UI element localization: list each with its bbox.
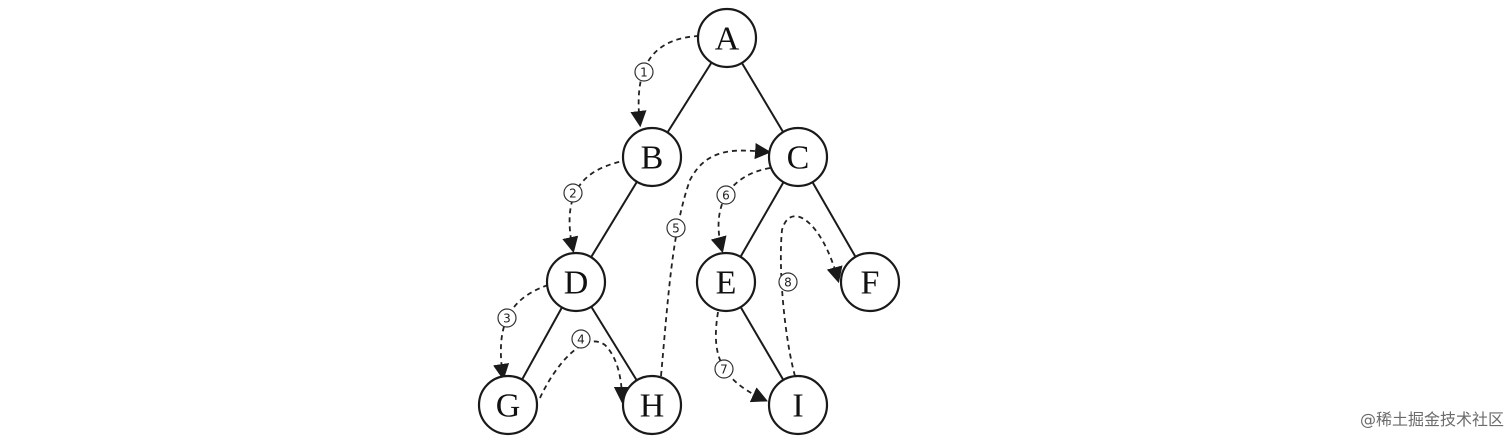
step-marker-2: 2 [563, 183, 583, 203]
node-circle [621, 374, 683, 436]
step-marker-label: 6 [722, 189, 730, 203]
node-circle [767, 126, 829, 188]
watermark-text: @稀土掘金技术社区 [1359, 410, 1504, 429]
step-marker-circle [666, 218, 686, 238]
traversal-step-markers: 1 2 3 4 5 6 7 8 [497, 62, 798, 379]
node-label: B [641, 140, 664, 177]
traversal-path-1 [630, 35, 700, 128]
step-marker-7: 7 [714, 359, 734, 379]
step-marker-4: 4 [571, 329, 591, 349]
traversal-path-3 [493, 284, 549, 381]
node-circle [696, 7, 758, 69]
step-marker-circle [571, 329, 591, 349]
step-marker-1: 1 [634, 62, 654, 82]
traversal-paths [493, 35, 843, 404]
node-h: H [621, 374, 683, 436]
node-label: C [787, 140, 810, 177]
step-marker-label: 7 [720, 363, 728, 377]
step-marker-label: 8 [784, 276, 792, 290]
node-circle [621, 126, 683, 188]
node-label: A [715, 21, 740, 58]
step-marker-6: 6 [716, 185, 736, 205]
node-label: I [792, 388, 803, 425]
node-d: D [545, 251, 607, 313]
node-a: A [696, 7, 758, 69]
step-marker-5: 5 [666, 218, 686, 238]
traversal-path-2 [562, 159, 629, 254]
step-marker-label: 4 [577, 333, 585, 347]
node-label: F [861, 265, 880, 302]
node-b: B [621, 126, 683, 188]
step-marker-circle [497, 308, 517, 328]
traversal-path-4 [539, 340, 631, 404]
node-circle [545, 251, 607, 313]
traversal-path-6 [710, 167, 771, 254]
step-marker-circle [778, 272, 798, 292]
step-marker-8: 8 [778, 272, 798, 292]
traversal-path-7 [715, 311, 768, 403]
node-label: E [716, 265, 737, 302]
node-label: H [640, 388, 665, 425]
step-marker-label: 3 [503, 312, 511, 326]
step-marker-circle [714, 359, 734, 379]
node-circle [477, 374, 539, 436]
node-circle [695, 251, 757, 313]
node-circle [767, 374, 829, 436]
node-g: G [477, 374, 539, 436]
node-circle [839, 251, 901, 313]
step-marker-circle [634, 62, 654, 82]
step-marker-label: 2 [569, 187, 577, 201]
step-marker-3: 3 [497, 308, 517, 328]
tree-edges [507, 37, 871, 406]
traversal-path-8 [779, 215, 843, 377]
step-marker-circle [563, 183, 583, 203]
node-i: I [767, 374, 829, 436]
node-c: C [767, 126, 829, 188]
traversal-path-5 [660, 142, 772, 377]
node-label: D [564, 265, 589, 302]
tree-nodes: A B C D E F G H I [477, 7, 901, 436]
node-e: E [695, 251, 757, 313]
node-label: G [496, 388, 521, 425]
step-marker-circle [716, 185, 736, 205]
node-f: F [839, 251, 901, 313]
step-marker-label: 5 [672, 222, 680, 236]
step-marker-label: 1 [640, 66, 648, 80]
